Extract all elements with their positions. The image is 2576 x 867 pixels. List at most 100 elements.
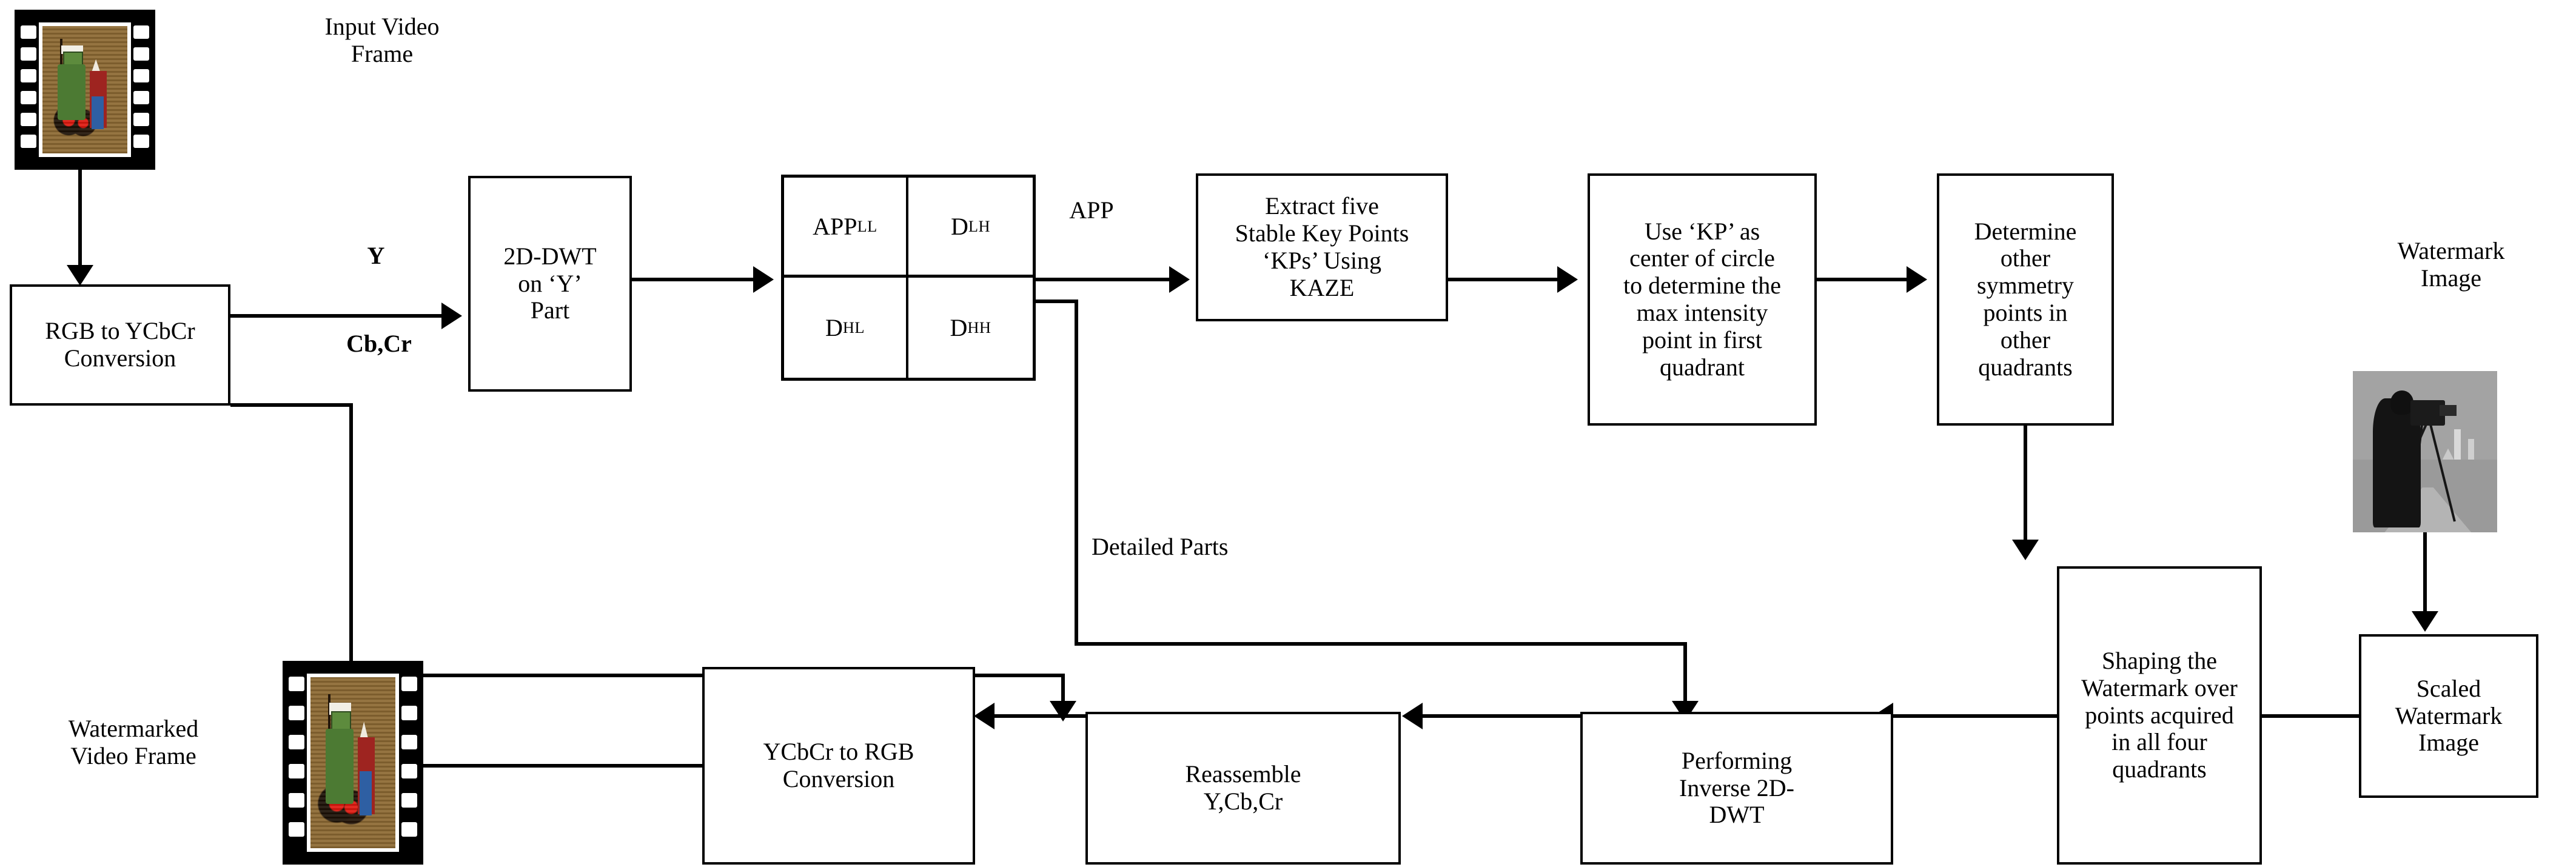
tractor-exhaust [60,39,62,72]
connector-scaled-to-shaping [2259,714,2360,718]
node-reassemble[interactable]: Reassemble Y,Cb,Cr [1085,712,1401,865]
connector-detailed-down [1075,300,1078,646]
arrowhead-right-subbands [753,266,774,293]
subband-hl-sub: HL [842,318,865,336]
arrowhead-right-symmetry [1907,266,1927,293]
node-performing-inverse-dwt[interactable]: Performing Inverse 2D- DWT [1580,712,1893,865]
signal-label-cbcr: Cb,Cr [346,330,412,357]
film-perforation [401,764,417,778]
signal-label-app: APP [1069,196,1114,224]
tractor-body [326,728,354,804]
arrowhead-right-extract [1169,266,1190,293]
film-perforation [401,706,417,720]
arrowhead-down-rgb [67,265,93,286]
node-extract-keypoints[interactable]: Extract five Stable Key Points ‘KPs’ Usi… [1196,173,1448,321]
watermarked-video-film-strip [283,661,423,865]
connector-cbcr-down [349,403,353,677]
film-perforation [133,113,149,126]
film-perforation [133,25,149,39]
subband-hh-base: D [950,314,968,341]
node-determine-symmetry[interactable]: Determine other symmetry points in other… [1937,173,2114,426]
node-use-kp-center-label: Use ‘KP’ as center of circle to determin… [1623,217,1781,381]
film-perforation [21,47,36,61]
tractor-body [58,64,86,121]
arrowhead-down-reassemble [1050,701,1076,721]
cam-building-2 [2468,438,2474,460]
subband-ll-sub: LL [857,216,877,235]
film-perforation [401,735,417,749]
node-extract-keypoints-label: Extract five Stable Key Points ‘KPs’ Usi… [1235,192,1409,301]
cam-camera-lens [2439,404,2457,417]
subband-ll-base: APP [813,212,857,240]
arrowhead-right-usekp [1557,266,1578,293]
arrowhead-right-dwt [441,303,462,329]
watermarked-video-frame-image [307,674,399,852]
node-dwt-on-y-label: 2D-DWT on ‘Y’ Part [503,242,597,324]
film-perforation [401,822,417,837]
node-rgb-to-ycbcr[interactable]: RGB to YCbCr Conversion [10,284,230,406]
connector-usekp-to-symmetry [1817,278,1907,281]
implement-blue [92,96,104,130]
connector-reassemble-to-ycbcr2rgb [995,714,1087,718]
cam-camera-body [2410,400,2446,426]
node-reassemble-label: Reassemble Y,Cb,Cr [1185,760,1301,815]
node-shaping-watermark[interactable]: Shaping the Watermark over points acquir… [2057,566,2262,865]
node-rgb-to-ycbcr-label: RGB to YCbCr Conversion [45,317,195,372]
film-perforation [289,822,304,837]
cam-building-1 [2454,429,2461,460]
film-perforation [289,764,304,778]
node-scaled-watermark[interactable]: Scaled Watermark Image [2359,634,2538,798]
connector-symmetry-to-shaping [2024,426,2027,546]
film-perforation [133,135,149,148]
subband-lh-base: D [950,212,968,240]
film-perforation [401,793,417,808]
input-video-film-strip [15,10,155,170]
node-use-kp-center[interactable]: Use ‘KP’ as center of circle to determin… [1588,173,1817,426]
connector-app [1036,278,1169,281]
cam-head [2390,390,2413,415]
film-perforation [289,735,304,749]
input-video-frame-label: Input Video Frame [324,13,440,67]
node-shaping-watermark-label: Shaping the Watermark over points acquir… [2081,647,2238,783]
subband-lh-sub: LH [968,216,991,235]
connector-frame-to-rgb [78,170,82,276]
arrowhead-left-reassemble [1402,703,1423,729]
subband-hl-base: D [825,314,843,341]
film-perforation [21,91,36,104]
film-perforation [289,706,304,720]
arrowhead-left-ycbcr2rgb [974,703,995,729]
subband-hh-sub: HH [967,318,991,336]
node-dwt-on-y[interactable]: 2D-DWT on ‘Y’ Part [468,176,632,392]
node-determine-symmetry-label: Determine other symmetry points in other… [1974,217,2077,381]
connector-y [230,314,441,318]
film-perforation [21,25,36,39]
node-scaled-watermark-label: Scaled Watermark Image [2395,674,2503,757]
connector-watermark-to-scaled [2423,532,2427,617]
film-perforation [133,69,149,82]
connector-extract-to-usekp [1448,278,1557,281]
film-perforation [401,677,417,691]
tractor-photo-watermarked [310,677,395,848]
connector-ycbcr2rgb-to-output [365,764,702,768]
watermark-image-label: Watermark Image [2397,237,2505,292]
detailed-parts-label: Detailed Parts [1092,533,1229,560]
connector-cbcr-top [230,403,353,407]
connector-dwt-to-subbands [632,278,753,281]
watermark-cameraman-image [2353,371,2497,532]
connector-shaping-to-inverse [1893,714,2058,718]
film-perforation [289,677,304,691]
connector-cbcr-to-reassemble [1061,674,1065,712]
input-video-frame-image [39,22,131,157]
connector-detailed-right [1075,642,1687,646]
connector-detailed-stub [1036,300,1078,303]
node-ycbcr-to-rgb[interactable]: YCbCr to RGB Conversion [702,667,975,865]
film-perforation [21,135,36,148]
node-ycbcr-to-rgb-label: YCbCr to RGB Conversion [763,738,914,792]
film-perforation [133,47,149,61]
